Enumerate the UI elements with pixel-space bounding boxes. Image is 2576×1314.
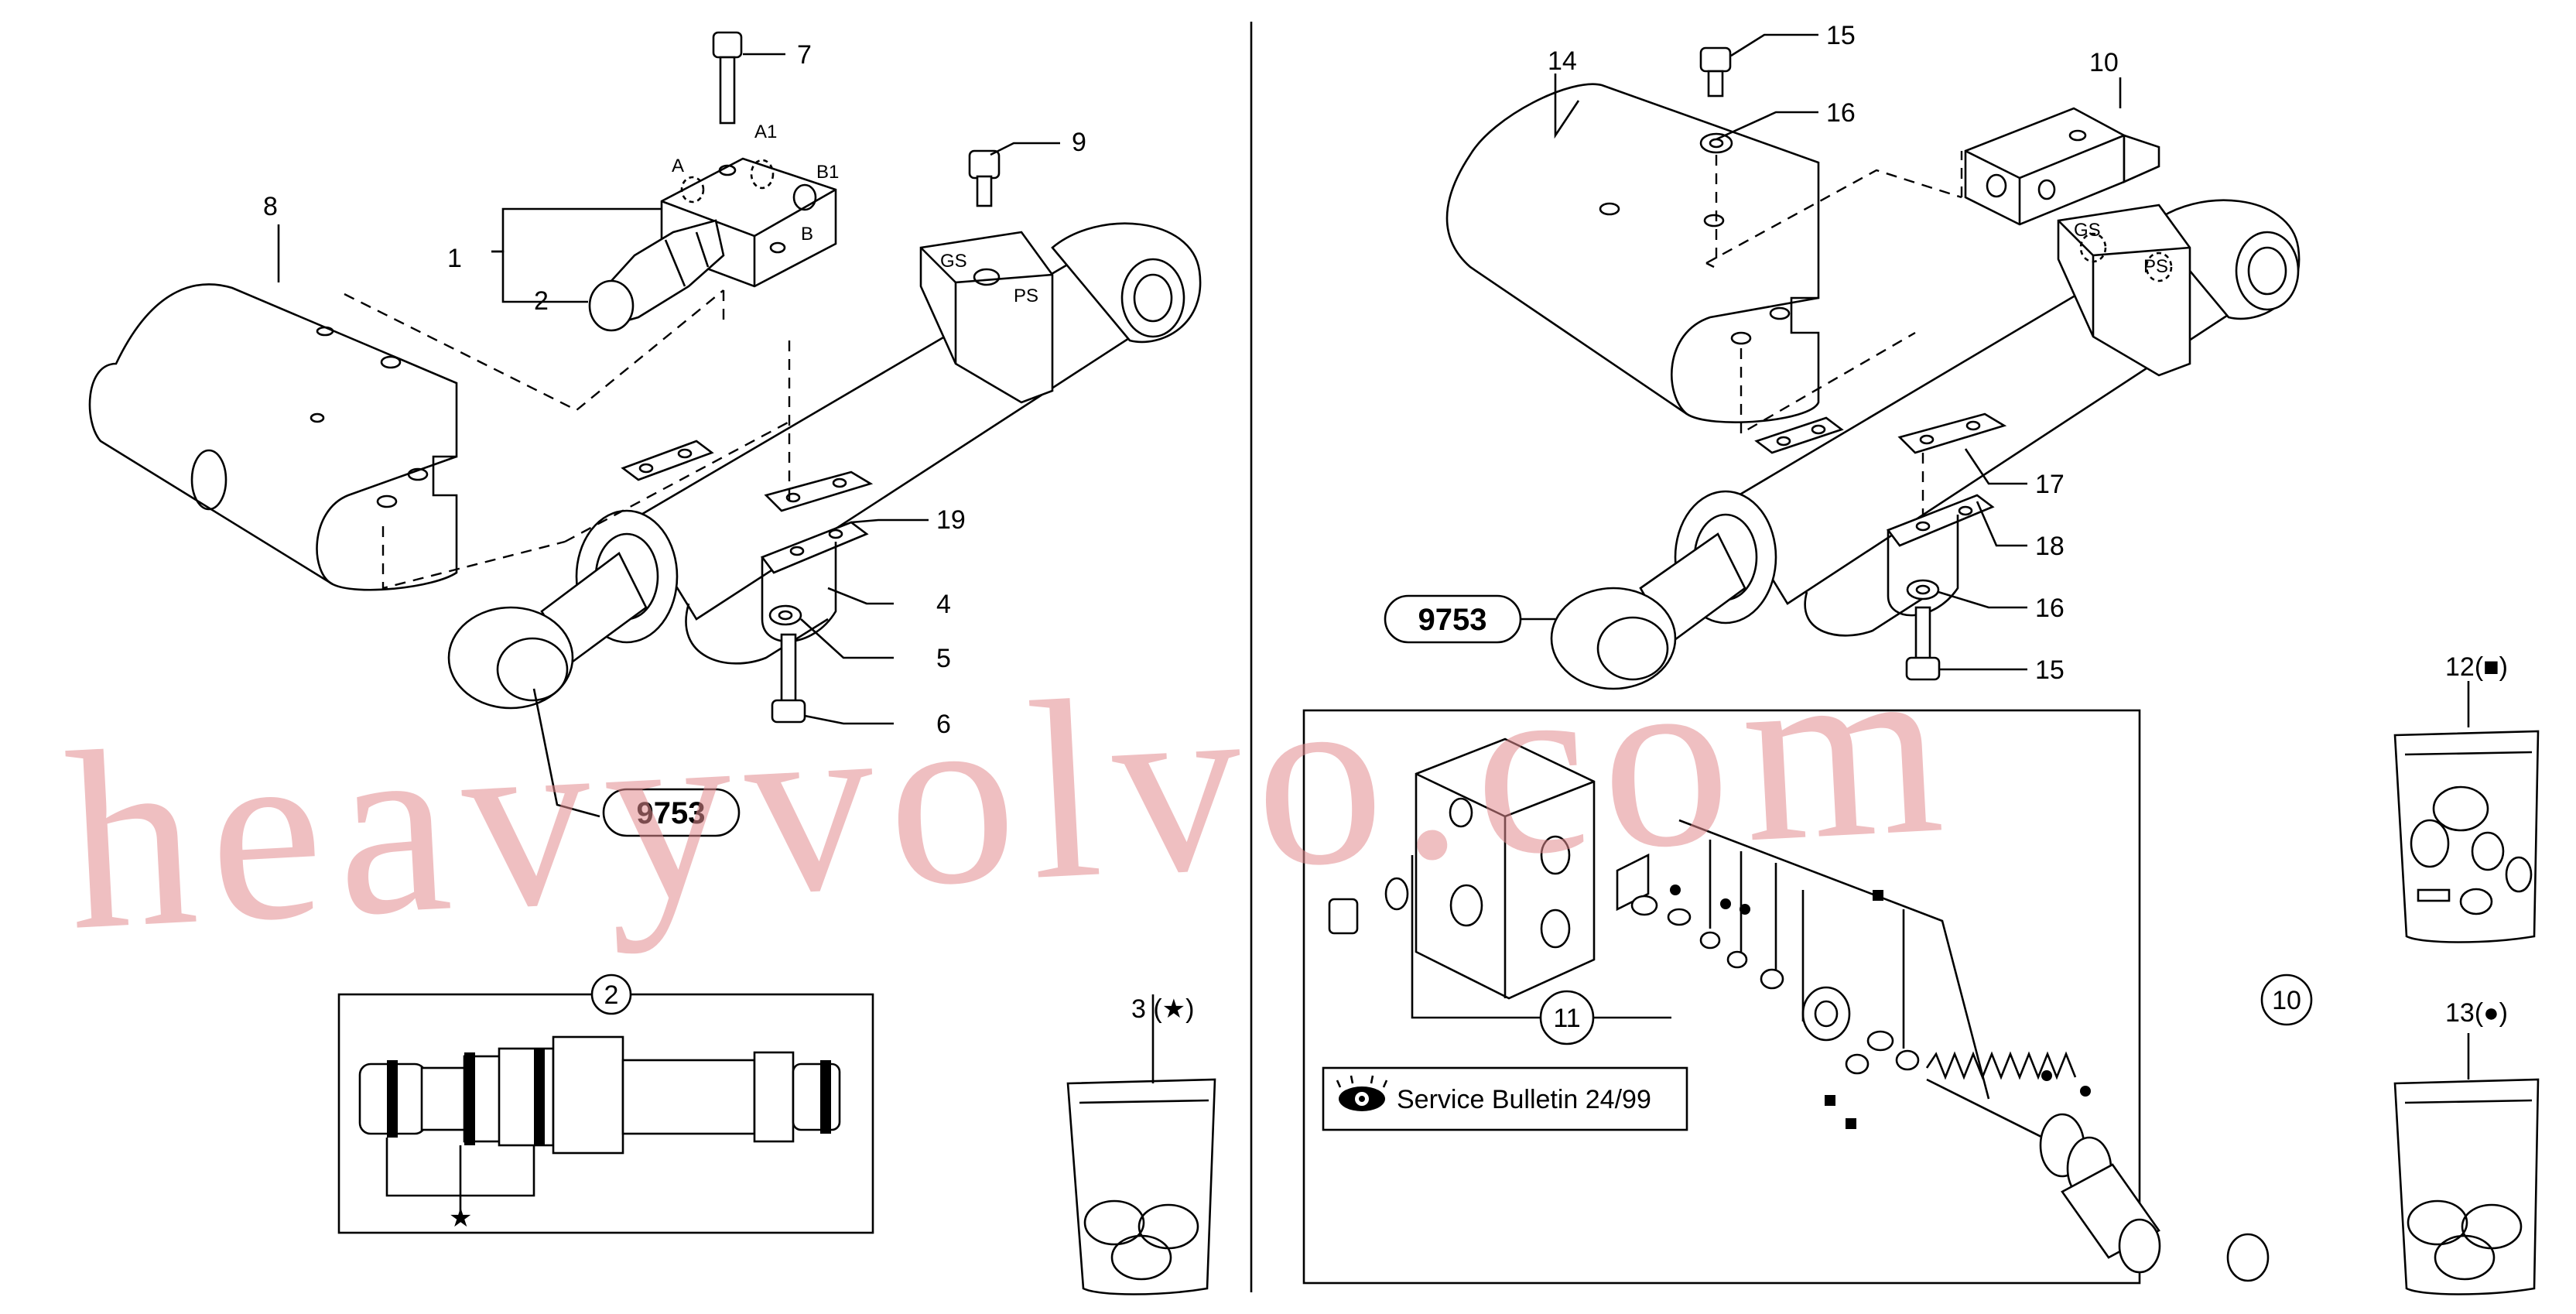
- callout-2: 2: [534, 286, 549, 316]
- callout-5: 5: [936, 644, 951, 673]
- callout-18: 18: [2035, 532, 2065, 561]
- plate-upper: [621, 440, 714, 481]
- callout-10: 10: [2089, 48, 2119, 77]
- bag-12: 12(■): [2393, 652, 2540, 943]
- bracket-14: [1445, 83, 1820, 423]
- port-label-gs-left: GS: [940, 251, 967, 272]
- port-label-a: A: [672, 156, 684, 176]
- callout-9: 9: [1072, 128, 1086, 157]
- washer-16-top: [1699, 132, 1733, 154]
- svg-text:9753: 9753: [637, 796, 706, 830]
- callout-4: 4: [936, 590, 951, 619]
- callout-1: 1: [447, 244, 462, 273]
- bag-3: 3 (★): [1066, 994, 1216, 1295]
- clamp-18: [1804, 494, 1995, 637]
- callout-12: 12(■): [2445, 652, 2508, 682]
- service-bulletin-box: Service Bulletin 24/99: [1322, 1066, 1688, 1131]
- detail-badge-10: [2260, 974, 2313, 1026]
- callout-13: 13(●): [2445, 998, 2508, 1028]
- bag-13: 13(●): [2393, 998, 2540, 1295]
- callout-17: 17: [2035, 470, 2065, 499]
- svg-text:9753: 9753: [1418, 603, 1487, 637]
- cartridge-2: [588, 219, 725, 332]
- watermark: heavyvolvo.com: [60, 603, 1962, 984]
- bolt-7: [712, 31, 743, 125]
- port-label-ps-left: PS: [1014, 286, 1038, 306]
- port-label-b: B: [801, 224, 813, 245]
- callout-8: 8: [263, 192, 278, 221]
- plate-19: [764, 471, 874, 512]
- callout-16-bottom: 16: [2035, 594, 2065, 623]
- callout-19: 19: [936, 505, 966, 535]
- port-label-gs-right: GS: [2074, 220, 2101, 241]
- port-label-b1: B1: [816, 162, 839, 183]
- callout-14: 14: [1548, 46, 1577, 76]
- detail-badge-10-label: 10: [2272, 986, 2301, 1015]
- left-assembly: 7 9 1 2 8 19 4 5 6 A A1 B1 B GS PS 9753: [88, 31, 1202, 837]
- valve-exploded-detail: 11: [1302, 709, 2270, 1285]
- right-assembly: 15 16 14 10 17 18 16 15 GS PS 9753: [1384, 21, 2301, 690]
- plate-17: [1897, 412, 2007, 454]
- port-label-a1: A1: [754, 121, 777, 142]
- bolt-15-top: [1699, 46, 1732, 98]
- valve-block-10: [1964, 107, 2160, 226]
- washer-5: [768, 604, 802, 626]
- eye-icon: [1336, 1075, 1388, 1111]
- ref-badge-left: 9753: [602, 788, 741, 837]
- detail-badge-11: 11: [1553, 1004, 1580, 1033]
- callout-7: 7: [797, 40, 812, 70]
- callout-16-top: 16: [1826, 98, 1856, 128]
- detail-star: ★: [449, 1203, 472, 1233]
- bolt-15-bottom: [1905, 606, 1941, 681]
- bolt-6: [771, 633, 806, 724]
- detail-box-cartridge: 2 ★: [337, 974, 874, 1234]
- bolt-9: [968, 149, 1001, 207]
- ref-badge-right: 9753: [1384, 594, 1522, 644]
- service-bulletin-text: Service Bulletin 24/99: [1397, 1085, 1651, 1114]
- washer-16-bottom: [1906, 579, 1940, 601]
- detail-badge-2: 2: [604, 980, 619, 1010]
- callout-3: 3 (★): [1131, 994, 1194, 1024]
- plate-upper-right: [1754, 416, 1844, 454]
- hydraulic-cylinder-left: [447, 222, 1202, 710]
- port-label-ps-right: PS: [2143, 256, 2168, 277]
- callout-6: 6: [936, 710, 951, 739]
- callout-15-top: 15: [1826, 21, 1856, 50]
- bracket-8: [88, 283, 458, 591]
- callout-15-bottom: 15: [2035, 655, 2065, 685]
